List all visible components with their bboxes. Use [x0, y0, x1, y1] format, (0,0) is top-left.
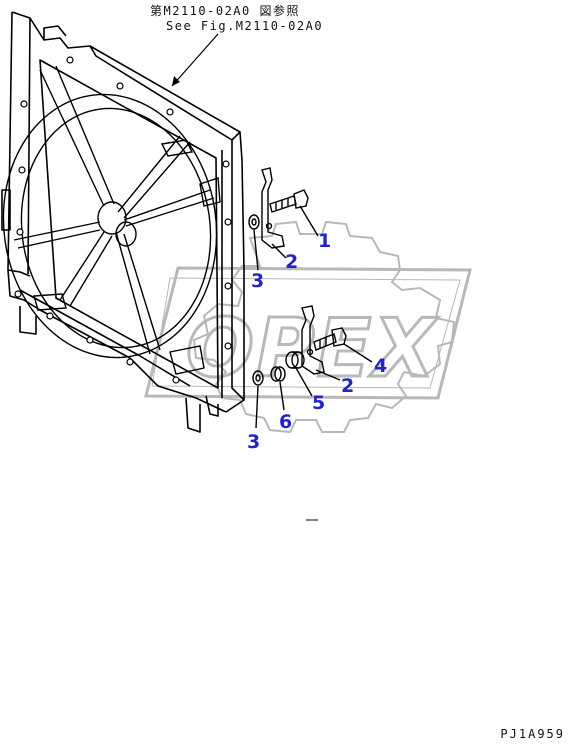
- callout-part-4: 4: [374, 355, 388, 377]
- callout-part-3-upper: 3: [251, 270, 265, 292]
- lower-washer: [252, 370, 264, 386]
- upper-bolt: [269, 189, 309, 213]
- callout-part-2-upper: 2: [285, 251, 299, 273]
- leader-part-6: [279, 381, 285, 411]
- reference-note-en: See Fig.M2110-02A0: [166, 19, 324, 33]
- spacer-collar: [285, 351, 305, 369]
- reference-note-jp: 第M2110-02A0 図参照: [150, 4, 300, 18]
- leader-part-3a: [253, 229, 259, 271]
- callout-part-2-lower: 2: [341, 375, 355, 397]
- reference-leader-line: [171, 33, 219, 87]
- upper-bracket-assembly: [248, 167, 319, 271]
- leader-part-5: [295, 367, 313, 397]
- spring-washer: [270, 366, 286, 382]
- callout-part-6: 6: [279, 411, 293, 433]
- upper-bracket: [261, 167, 285, 249]
- leader-part-1a: [299, 205, 319, 237]
- drawing-number: PJ1A959: [500, 727, 565, 741]
- callout-part-3-lower: 3: [247, 431, 261, 453]
- mounting-holes: [14, 56, 232, 384]
- callout-part-5: 5: [312, 392, 326, 414]
- lower-bracket: [301, 305, 325, 375]
- opex-watermark-text: OPEX: [186, 302, 438, 395]
- leader-part-2b: [315, 369, 341, 381]
- fan-ring-and-spokes: [2, 65, 221, 375]
- leader-part-4: [343, 343, 373, 363]
- upper-washer: [248, 214, 260, 230]
- fan-shroud-frame: [1, 11, 245, 433]
- reference-leader-arrow: [172, 76, 180, 86]
- lower-bracket-assembly: [252, 305, 373, 429]
- callout-part-1: 1: [318, 230, 332, 252]
- leader-part-3b: [255, 385, 259, 429]
- leader-part-2a: [271, 243, 287, 259]
- lower-bolt: [313, 327, 347, 351]
